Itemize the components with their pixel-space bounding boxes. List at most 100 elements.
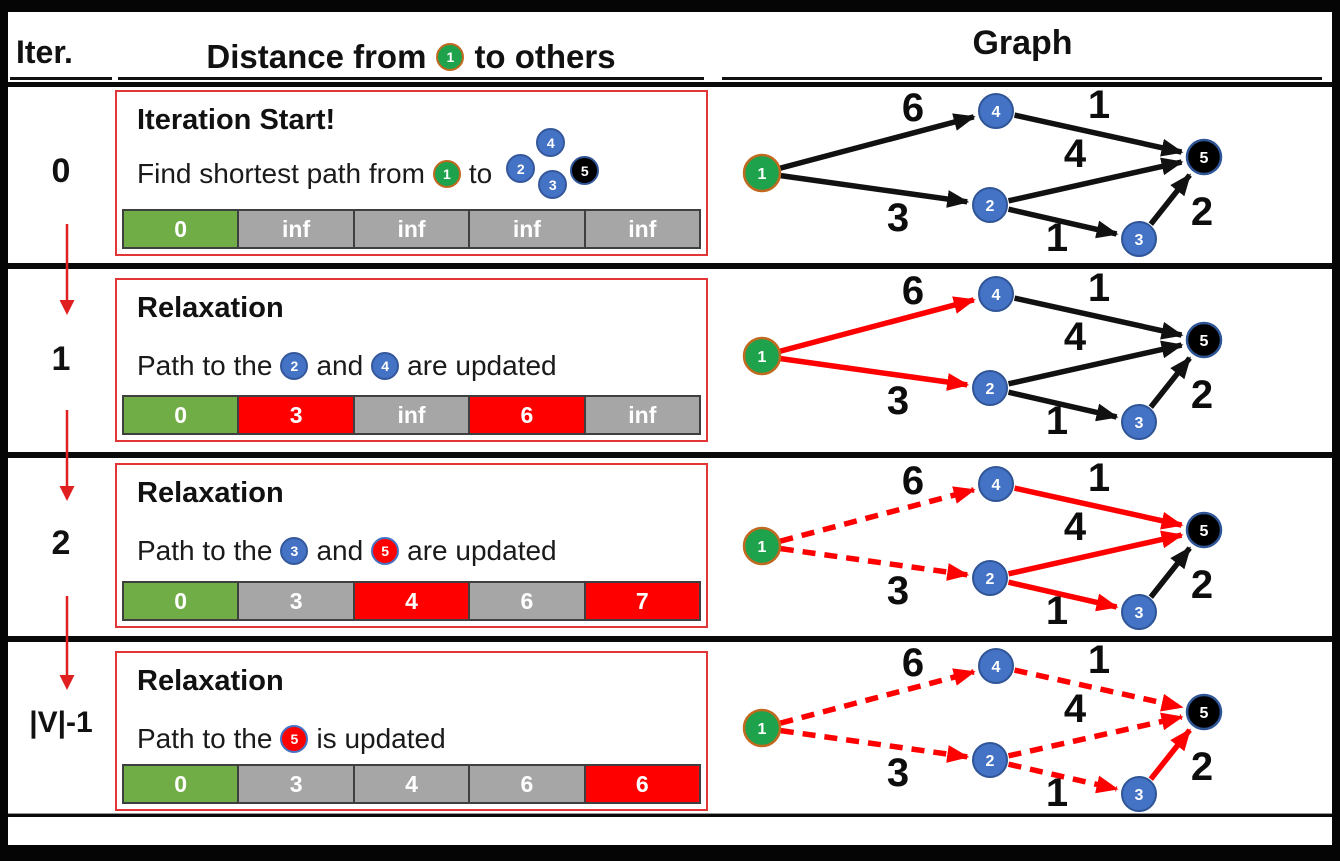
edge-weight-label: 6 [902,269,924,313]
graph-node-label: 2 [986,571,995,588]
graph-node-2 [972,560,1008,596]
graph-edge-1-2 [780,727,970,763]
graph-edge-2-5 [1007,340,1184,387]
row-divider [8,452,1332,458]
graph-node-3 [1121,776,1157,812]
graph-edge-1-4 [779,113,976,171]
column-header-distance: Distance from 1 to others [115,38,707,76]
distance-cell: 4 [352,764,471,804]
edge-weight-label: 4 [1064,315,1087,359]
graph-edge-4-5 [1013,112,1184,157]
graph-node-label: 1 [758,349,767,366]
edge-weight-label: 3 [887,379,909,423]
iteration-label: |V|-1 [29,706,93,739]
iteration-label: 1 [51,340,71,378]
graph-node-5 [1185,321,1223,359]
graph-node-4 [978,276,1014,312]
node-badge: 4 [536,128,566,157]
description-text: and [316,350,364,381]
graph-node-label: 3 [1135,605,1144,622]
graph-edge-1-2 [780,355,970,391]
graph-node-label: 5 [1200,333,1209,350]
edge-weight-label: 6 [902,459,924,503]
edge-weight-label: 4 [1064,687,1087,731]
graph-node-1 [742,336,782,376]
graph-edge-2-3 [1007,389,1119,422]
graph-node-4 [978,648,1014,684]
description-text: to [468,158,493,189]
graph-node-2 [972,742,1008,778]
edge-weight-label: 1 [1088,83,1110,127]
graph-node-label: 3 [1135,415,1144,432]
graph-node-label: 4 [992,104,1001,121]
distance-cell: 0 [122,395,240,435]
graph-node-label: 2 [986,198,995,215]
header-underline [722,77,1322,80]
graph-node-3 [1121,221,1157,257]
column-header-graph: Graph [972,24,1073,62]
distance-cell: inf [352,395,471,435]
distance-cell: 6 [583,764,702,804]
iteration-label: 0 [51,152,71,190]
graph-edge-2-3 [1007,761,1119,794]
graph-node-1 [742,153,782,193]
graph-node-1 [742,708,782,748]
edge-weight-label: 2 [1191,745,1213,789]
distance-cell: 6 [468,581,586,621]
distance-cell: inf [352,209,471,249]
edge-weight-label: 1 [1046,771,1068,815]
graph-node-3 [1121,404,1157,440]
edge-weight-label: 6 [902,641,924,685]
graph-node-label: 5 [1200,705,1209,722]
graph-node-5 [1185,693,1223,731]
node-badge: 3 [280,537,309,565]
graph-edge-3-5 [1148,546,1192,599]
node-badge: 1 [432,160,461,188]
distance-cell: 3 [237,395,355,435]
graph-node-5 [1185,138,1223,176]
graph-edge-3-5 [1148,728,1192,781]
graph-node-3 [1121,594,1157,630]
edge-weight-label: 4 [1064,505,1087,549]
edge-weight-label: 1 [1046,589,1068,633]
description-text: Path to the [137,535,273,566]
graph-node-4 [978,466,1014,502]
edge-weight-label: 1 [1046,216,1068,260]
node-badge: 5 [371,537,400,565]
graph-node-label: 4 [992,287,1001,304]
distance-cell: inf [583,395,702,435]
graph-node-1 [742,526,782,566]
flow-arrow [59,224,75,315]
node-badge: 5 [570,156,600,185]
graph-edge-1-4 [779,296,976,354]
edge-weight-label: 3 [887,751,909,795]
header-underline [10,77,112,80]
edge-weight-label: 2 [1191,373,1213,417]
distance-cell: 0 [122,764,240,804]
row-divider [8,636,1332,642]
node-badge: 2 [280,352,309,380]
distance-cell: 6 [468,764,586,804]
graph-node-4 [978,93,1014,129]
distance-cell: 3 [237,581,355,621]
graph-edge-3-5 [1148,173,1192,226]
panel-title: Relaxation [137,665,284,697]
panel-title: Relaxation [137,477,284,509]
graph-edge-2-5 [1007,530,1184,577]
description-text: Path to the [137,723,273,754]
distance-header-prefix: Distance from [206,38,427,75]
graph-node-label: 1 [758,539,767,556]
iteration-label: 2 [51,524,71,562]
distance-cell: 6 [468,395,586,435]
